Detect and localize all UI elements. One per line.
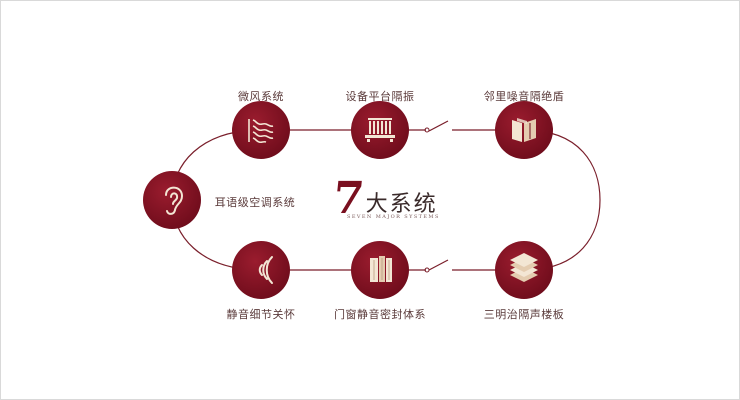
sound-wave-icon xyxy=(258,256,273,284)
node-sandwich-floor xyxy=(495,241,553,299)
node-neighbor-noise xyxy=(495,101,553,159)
label-ear-ac: 耳语级空调系统 xyxy=(214,196,296,209)
ear-icon xyxy=(165,186,184,215)
node-micro-wind xyxy=(232,101,290,159)
node-ear-ac xyxy=(143,171,201,229)
panel-shield-icon xyxy=(512,118,536,142)
title-subtitle: SEVEN MAJOR SYSTEMS xyxy=(347,214,440,220)
layered-slab-icon xyxy=(510,253,538,282)
label-equipment-platform: 设备平台隔振 xyxy=(345,90,415,103)
title-text: 大系统 xyxy=(365,192,438,217)
title-number: 7 xyxy=(330,173,367,224)
window-panel-icon xyxy=(370,256,392,282)
label-micro-wind: 微风系统 xyxy=(238,90,284,103)
platform-icon xyxy=(365,118,395,142)
node-detail-care xyxy=(232,241,290,299)
label-door-window: 门窗静音密封体系 xyxy=(334,308,426,321)
wave-panel-icon xyxy=(248,119,274,144)
switch-dot-top xyxy=(424,127,430,133)
node-equipment-platform xyxy=(351,101,409,159)
switch-dot-bottom xyxy=(424,267,430,273)
label-sandwich-floor: 三明治隔声楼板 xyxy=(483,308,565,321)
node-door-window xyxy=(351,241,409,299)
center-title: 7 大系统 xyxy=(330,173,438,224)
label-detail-care: 静音细节关怀 xyxy=(226,308,296,321)
label-neighbor-noise: 邻里噪音隔绝盾 xyxy=(483,90,565,103)
